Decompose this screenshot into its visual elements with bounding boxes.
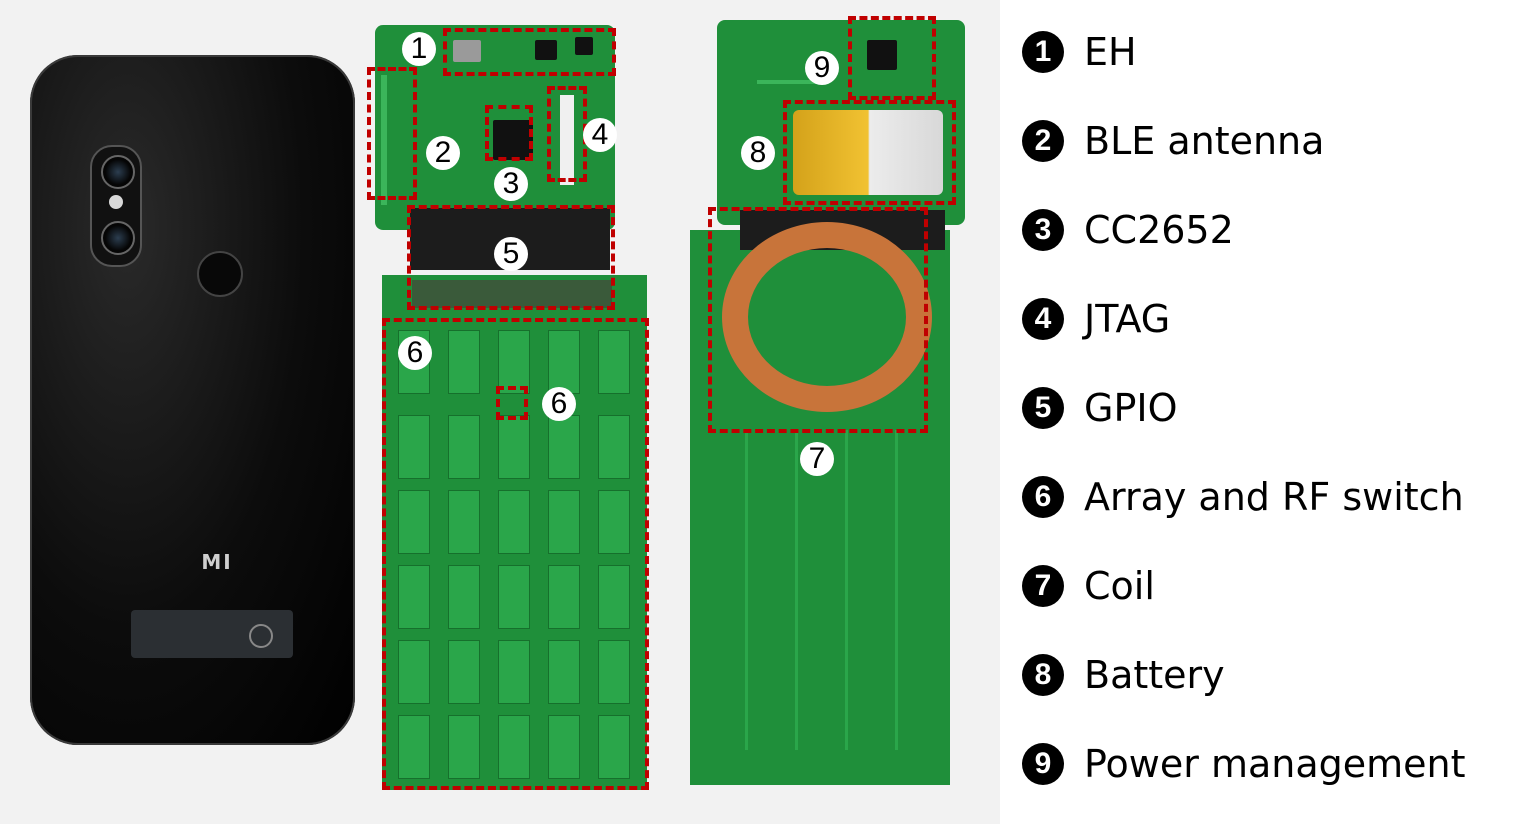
- array-pad: [498, 640, 530, 704]
- legend-number: 3: [1022, 209, 1064, 251]
- legend-label: Power management: [1084, 742, 1466, 786]
- pcb-trace: [845, 430, 848, 750]
- battery: [793, 110, 943, 195]
- legend-number: 6: [1022, 476, 1064, 518]
- array-pad: [498, 415, 530, 479]
- pcb-trace: [757, 80, 817, 84]
- phone-label-plate: [131, 610, 293, 658]
- label-circle-icon: [249, 624, 273, 648]
- pcb-trace: [795, 430, 798, 750]
- legend-label: EH: [1084, 30, 1137, 74]
- array-pad: [398, 565, 430, 629]
- array-pad: [398, 415, 430, 479]
- marker-7: 7: [800, 442, 834, 476]
- legend-item-eh: 1 EH: [1022, 22, 1137, 82]
- array-pad: [448, 415, 480, 479]
- legend-label: Coil: [1084, 564, 1155, 608]
- legend-item-jtag: 4 JTAG: [1022, 289, 1170, 349]
- array-pad: [548, 715, 580, 779]
- legend-number: 1: [1022, 31, 1064, 73]
- marker-8: 8: [741, 136, 775, 170]
- legend-item-power-management: 9 Power management: [1022, 734, 1466, 794]
- annotation-box-coil: [708, 207, 928, 433]
- smartphone-back: MI: [30, 55, 355, 745]
- inductor: [453, 40, 481, 62]
- legend-number: 4: [1022, 298, 1064, 340]
- marker-2: 2: [426, 136, 460, 170]
- array-pad: [448, 490, 480, 554]
- legend-item-cc2652: 3 CC2652: [1022, 200, 1234, 260]
- marker-6-array: 6: [398, 336, 432, 370]
- annotation-box-power-management: [848, 16, 936, 100]
- array-pad: [448, 640, 480, 704]
- array-pad: [548, 640, 580, 704]
- legend-number: 7: [1022, 565, 1064, 607]
- array-pad: [598, 565, 630, 629]
- legend-label: GPIO: [1084, 386, 1178, 430]
- legend-item-gpio: 5 GPIO: [1022, 378, 1177, 438]
- legend-number: 2: [1022, 120, 1064, 162]
- flash-icon: [109, 195, 123, 209]
- camera-lens-icon: [101, 221, 135, 255]
- array-pad: [498, 330, 530, 394]
- array-pad: [598, 490, 630, 554]
- annotation-box-battery: [783, 100, 956, 205]
- marker-6-rf-switch: 6: [542, 387, 576, 421]
- array-pad: [498, 565, 530, 629]
- antenna-trace: [381, 75, 387, 205]
- annotation-box-jtag: [547, 86, 587, 182]
- array-pad: [448, 565, 480, 629]
- legend-item-array: 6 Array and RF switch: [1022, 467, 1464, 527]
- legend-item-coil: 7 Coil: [1022, 556, 1155, 616]
- array-pad: [398, 490, 430, 554]
- mcu-chip: [493, 120, 533, 160]
- legend-item-ble-antenna: 2 BLE antenna: [1022, 111, 1324, 171]
- annotation-box-gpio: [407, 205, 615, 310]
- legend-label: JTAG: [1084, 297, 1171, 341]
- pcb-trace: [745, 430, 748, 750]
- array-pad: [498, 490, 530, 554]
- camera-module: [90, 145, 142, 267]
- array-pad: [398, 640, 430, 704]
- legend-item-battery: 8 Battery: [1022, 645, 1225, 705]
- array-pad: [548, 490, 580, 554]
- marker-5: 5: [494, 237, 528, 271]
- marker-3: 3: [494, 167, 528, 201]
- array-pad: [598, 715, 630, 779]
- annotation-box-eh: [443, 28, 616, 76]
- jtag-header: [560, 95, 574, 185]
- annotation-box-cc2652: [485, 105, 533, 161]
- pm-chip: [867, 40, 897, 70]
- fingerprint-sensor: [197, 251, 243, 297]
- marker-1: 1: [402, 32, 436, 66]
- array-pad: [598, 330, 630, 394]
- brand-logo: MI: [201, 550, 233, 574]
- legend-label: CC2652: [1084, 208, 1234, 252]
- array-pad: [448, 715, 480, 779]
- annotation-box-rf-switch: [496, 386, 528, 420]
- array-pad: [448, 330, 480, 394]
- legend-label: Battery: [1084, 653, 1225, 697]
- array-pad: [548, 565, 580, 629]
- camera-lens-icon: [101, 155, 135, 189]
- array-pad: [398, 715, 430, 779]
- pcb-trace: [895, 430, 898, 750]
- legend-label: Array and RF switch: [1084, 475, 1464, 519]
- eh-chip: [535, 40, 557, 60]
- annotation-box-ble-antenna: [367, 67, 417, 200]
- legend-label: BLE antenna: [1084, 119, 1325, 163]
- array-pad: [598, 415, 630, 479]
- array-pad: [498, 715, 530, 779]
- marker-9: 9: [805, 51, 839, 85]
- array-pad: [548, 415, 580, 479]
- annotation-box-array: [382, 318, 649, 790]
- array-pad: [598, 640, 630, 704]
- legend-number: 5: [1022, 387, 1064, 429]
- marker-4: 4: [583, 118, 617, 152]
- gpio-pad-row: [412, 280, 612, 308]
- eh-chip: [575, 37, 593, 55]
- legend-number: 8: [1022, 654, 1064, 696]
- array-pad: [548, 330, 580, 394]
- legend-number: 9: [1022, 743, 1064, 785]
